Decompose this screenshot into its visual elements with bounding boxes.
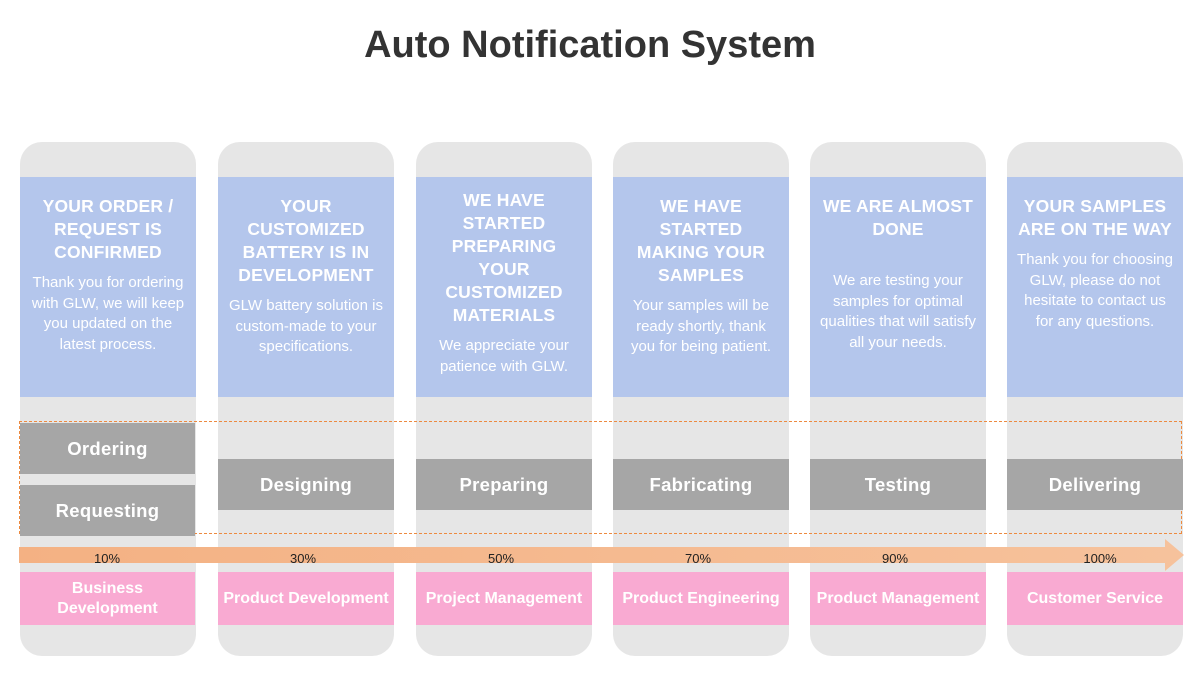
progress-value: 100%: [1083, 551, 1117, 566]
notification-card-5: WE ARE ALMOST DONE We are testing your s…: [810, 177, 986, 397]
notification-card-6: YOUR SAMPLES ARE ON THE WAY Thank you fo…: [1007, 177, 1183, 397]
progress-value: 70%: [684, 551, 712, 566]
stage-designing: Designing: [218, 459, 394, 510]
notification-card-2: YOUR CUSTOMIZED BATTERY IS IN DEVELOPMEN…: [218, 177, 394, 397]
card-body: GLW battery solution is custom-made to y…: [229, 297, 383, 355]
stage-ordering: Ordering: [20, 423, 195, 474]
card-body: Your samples will be ready shortly, than…: [630, 297, 772, 355]
department-label-5: Product Management: [810, 572, 986, 625]
card-heading: YOUR SAMPLES ARE ON THE WAY: [1018, 196, 1172, 239]
progress-arrow: [19, 539, 1184, 571]
card-body: We appreciate your patience with GLW.: [439, 337, 569, 375]
department-label-3: Project Management: [416, 572, 592, 625]
department-label-1: Business Development: [20, 572, 195, 625]
stage-requesting: Requesting: [20, 485, 195, 536]
card-body: Thank you for choosing GLW, please do no…: [1017, 251, 1173, 330]
notification-card-4: WE HAVE STARTED MAKING YOUR SAMPLES Your…: [613, 177, 789, 397]
notification-card-3: WE HAVE STARTED PREPARING YOUR CUSTOMIZE…: [416, 177, 592, 397]
stage-fabricating: Fabricating: [613, 459, 789, 510]
progress-label-4: 70%: [678, 549, 718, 568]
department-label-2: Product Development: [218, 572, 394, 625]
department-label-6: Customer Service: [1007, 572, 1183, 625]
progress-label-5: 90%: [875, 549, 915, 568]
progress-label-6: 100%: [1072, 549, 1128, 568]
page-title: Auto Notification System: [364, 24, 816, 66]
progress-label-2: 30%: [283, 549, 323, 568]
department-label-4: Product Engineering: [613, 572, 789, 625]
card-heading: WE HAVE STARTED MAKING YOUR SAMPLES: [636, 196, 766, 285]
notification-card-1: YOUR ORDER / REQUEST IS CONFIRMED Thank …: [20, 177, 196, 397]
stage-delivering: Delivering: [1007, 459, 1183, 510]
card-heading: WE HAVE STARTED PREPARING YOUR CUSTOMIZE…: [445, 190, 563, 325]
progress-label-1: 10%: [87, 549, 127, 568]
card-body: Thank you for ordering with GLW, we will…: [31, 274, 185, 353]
progress-value: 30%: [289, 551, 317, 566]
card-heading: YOUR CUSTOMIZED BATTERY IS IN DEVELOPMEN…: [238, 196, 374, 285]
card-body: We are testing your samples for optimal …: [820, 272, 976, 351]
progress-value: 50%: [487, 551, 515, 566]
progress-value: 10%: [93, 551, 121, 566]
stage-preparing: Preparing: [416, 459, 592, 510]
card-heading: YOUR ORDER / REQUEST IS CONFIRMED: [42, 196, 174, 262]
card-heading: WE ARE ALMOST DONE: [822, 196, 974, 239]
progress-label-3: 50%: [481, 549, 521, 568]
progress-value: 90%: [881, 551, 909, 566]
stage-testing: Testing: [810, 459, 986, 510]
